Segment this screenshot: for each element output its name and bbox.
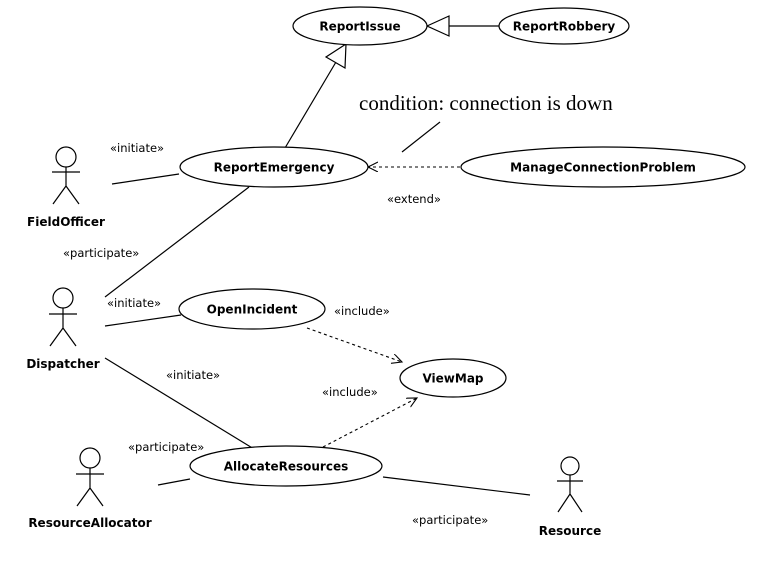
stereotype-include-label: «include» <box>322 385 378 399</box>
use-case-label: ReportEmergency <box>214 161 335 175</box>
include-dependency-allocateresources <box>322 398 417 448</box>
stereotype-participate-label: «participate» <box>412 513 488 527</box>
actor-label: ResourceAllocator <box>28 516 151 530</box>
use-case-report-issue[interactable]: ReportIssue <box>292 6 428 46</box>
stereotype-participate-label: «participate» <box>128 440 204 454</box>
association-resourceallocator-allocateresources <box>157 478 191 486</box>
actor-label: FieldOfficer <box>27 215 105 229</box>
stereotype-participate-label: «participate» <box>63 246 139 260</box>
use-case-allocate-resources[interactable]: AllocateResources <box>189 445 383 487</box>
generalization-arrowhead-emergency <box>324 42 347 70</box>
actor-dispatcher[interactable]: Dispatcher <box>26 287 100 371</box>
use-case-label: ViewMap <box>422 372 483 386</box>
generalization-line-emergency <box>284 61 337 149</box>
use-case-label: AllocateResources <box>224 460 348 474</box>
use-case-open-incident[interactable]: OpenIncident <box>178 288 326 330</box>
use-case-report-robbery[interactable]: ReportRobbery <box>498 7 630 45</box>
association-fieldofficer-reportemergency <box>111 173 180 185</box>
stereotype-include-label: «include» <box>334 304 390 318</box>
condition-note: condition: connection is down <box>359 91 613 115</box>
actor-field-officer[interactable]: FieldOfficer <box>27 146 105 229</box>
use-case-manage-connection-problem[interactable]: ManageConnectionProblem <box>460 146 746 188</box>
association-dispatcher-allocateresources <box>104 357 255 450</box>
association-dispatcher-reportemergency <box>104 186 250 298</box>
generalization-arrowhead-robbery <box>425 15 450 37</box>
association-dispatcher-openincident <box>104 314 182 327</box>
use-case-label: ManageConnectionProblem <box>510 161 696 175</box>
actor-label: Dispatcher <box>26 357 99 371</box>
actor-label: Resource <box>539 524 601 538</box>
include-dependency-openincident <box>306 327 402 362</box>
stereotype-initiate-label: «initiate» <box>110 141 164 155</box>
association-allocateresources-resource <box>382 476 531 496</box>
note-pointer-line <box>401 121 441 153</box>
actor-resource-allocator[interactable]: ResourceAllocator <box>28 447 152 530</box>
use-case-view-map[interactable]: ViewMap <box>399 358 507 398</box>
use-case-report-emergency[interactable]: ReportEmergency <box>179 146 369 188</box>
stereotype-initiate-label: «initiate» <box>107 296 161 310</box>
use-case-label: ReportIssue <box>319 20 400 34</box>
stereotype-initiate-label: «initiate» <box>166 368 220 382</box>
actor-resource[interactable]: Resource <box>539 456 601 538</box>
use-case-label: OpenIncident <box>207 303 298 317</box>
use-case-label: ReportRobbery <box>513 20 616 34</box>
stereotype-extend-label: «extend» <box>387 192 441 206</box>
